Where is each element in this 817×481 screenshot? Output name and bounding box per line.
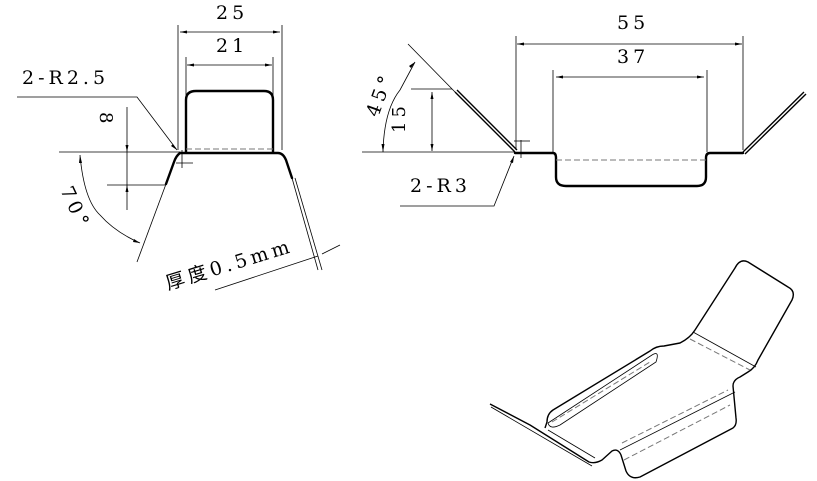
- dim-inner-width: 21: [216, 35, 248, 57]
- dim-outer-length: 55: [617, 12, 649, 34]
- dim-flange-height: 15: [389, 102, 410, 133]
- arrow-icon: [171, 144, 177, 150]
- front-view: 25 21 8 2-R2.5 70° 厚度0.5mm: [17, 2, 341, 295]
- leader-line: [17, 96, 178, 151]
- left-flange: [454, 89, 518, 153]
- hidden-line: [623, 404, 731, 461]
- arrow-icon: [79, 155, 140, 243]
- edge-line: [547, 429, 596, 459]
- angle-extension-line: [407, 43, 456, 93]
- wall-line: [291, 177, 319, 271]
- arrow-icon: [510, 156, 514, 163]
- channel-profile: [184, 89, 275, 154]
- dim-outer-width: 25: [216, 2, 248, 24]
- side-view: 55 37 15 45° 2-R3: [362, 12, 807, 207]
- edge-line: [490, 406, 593, 467]
- base-profile: [178, 151, 294, 180]
- right-flange: [742, 91, 807, 155]
- bend-line: [692, 331, 757, 368]
- thickness-dim-line: [321, 244, 341, 255]
- angle-70: 70°: [55, 183, 94, 234]
- angle-arc: [382, 61, 416, 153]
- part-outline: [489, 260, 795, 479]
- angle-arc: [79, 154, 141, 244]
- ridge-outline: [547, 353, 658, 428]
- dim-inner-length: 37: [617, 46, 649, 68]
- bend-line: [619, 391, 736, 451]
- dim-depth: 8: [95, 112, 116, 127]
- left-wall-profile: [164, 151, 182, 186]
- radius-note: 2-R2.5: [22, 67, 109, 89]
- hidden-line: [689, 338, 751, 371]
- wall-line: [294, 177, 323, 271]
- radius-note: 2-R3: [410, 175, 471, 197]
- isometric-view: [489, 260, 795, 479]
- thickness-note: 厚度0.5mm: [163, 235, 296, 295]
- arrow-icon: [430, 92, 434, 151]
- base-profile: [513, 151, 745, 188]
- leader-line: [400, 155, 515, 207]
- thickness-dim-line: [214, 255, 319, 291]
- hidden-line: [551, 361, 651, 423]
- hidden-line: [621, 389, 729, 444]
- angle-extension-line: [136, 183, 167, 263]
